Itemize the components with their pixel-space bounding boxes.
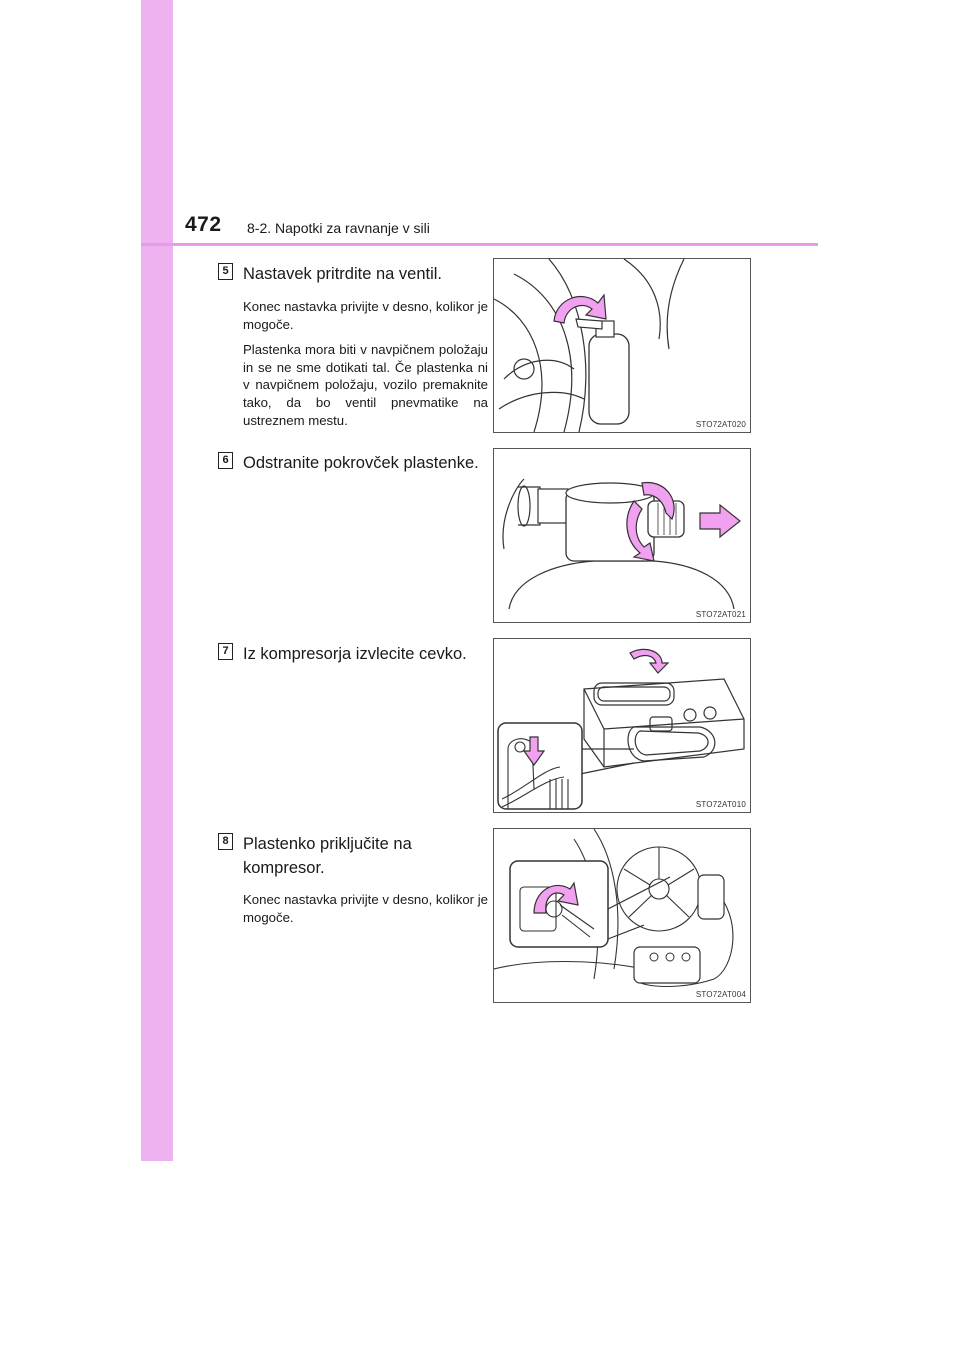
step-number: 8 (218, 833, 233, 850)
clockwise-arrow-icon (553, 293, 607, 324)
step-8: 8 Plastenko priključite na kompresor. Ko… (218, 833, 488, 943)
header-rule (141, 243, 818, 246)
step-paragraph: Konec nastavka privijte v desno, kolikor… (243, 299, 488, 332)
pull-out-arrow-icon (699, 503, 741, 539)
illustration-bottle-cap (502, 478, 741, 610)
push-down-arrow-icon (522, 736, 546, 767)
page-number: 472 (185, 213, 222, 236)
step-paragraph: Konec nastavka privijte v desno, kolikor… (243, 892, 488, 925)
figure-code: STO72AT020 (695, 420, 746, 429)
figure-code: STO72AT021 (695, 610, 746, 619)
figure-code: STO72AT004 (695, 990, 746, 999)
sidebar-tab (141, 0, 173, 1161)
figure-attach-nozzle-to-valve: STO72AT020 (493, 258, 751, 433)
detail-inset (509, 860, 609, 948)
illustration-valve-bottle (494, 259, 685, 432)
illustration-bottle-compressor (494, 829, 734, 988)
step-7: 7 Iz kompresorja izvlecite cevko. (218, 643, 488, 673)
step-number: 6 (218, 452, 233, 469)
step-paragraph: Plastenka mora biti v navpičnem položaju… (243, 342, 488, 428)
figure-code: STO72AT010 (695, 800, 746, 809)
step-body: Konec nastavka privijte v desno, kolikor… (243, 891, 488, 934)
counterclockwise-arrow-icon (641, 481, 675, 521)
step-title: Odstranite pokrovček plastenke. (243, 454, 479, 472)
step-6: 6 Odstranite pokrovček plastenke. (218, 452, 488, 482)
step-5: 5 Nastavek pritrdite na ventil. Konec na… (218, 263, 488, 463)
step-title: Plastenko priključite na kompresor. (243, 835, 412, 877)
step-title: Nastavek pritrdite na ventil. (243, 265, 443, 283)
figure-remove-bottle-cap: STO72AT021 (493, 448, 751, 623)
figure-pull-hose-from-compressor: STO72AT010 (493, 638, 751, 813)
lift-arrow-icon (629, 648, 670, 674)
step-number: 5 (218, 263, 233, 280)
step-number: 7 (218, 643, 233, 660)
step-body: Konec nastavka privijte v desno, kolikor… (243, 298, 488, 437)
figure-connect-bottle-to-compressor: STO72AT004 (493, 828, 751, 1003)
detail-inset (497, 722, 583, 810)
illustration-compressor-hose (497, 648, 745, 810)
section-title: 8-2. Napotki za ravnanje v sili (247, 220, 430, 236)
step-title: Iz kompresorja izvlecite cevko. (243, 645, 467, 663)
clockwise-arrow-icon (533, 881, 579, 914)
